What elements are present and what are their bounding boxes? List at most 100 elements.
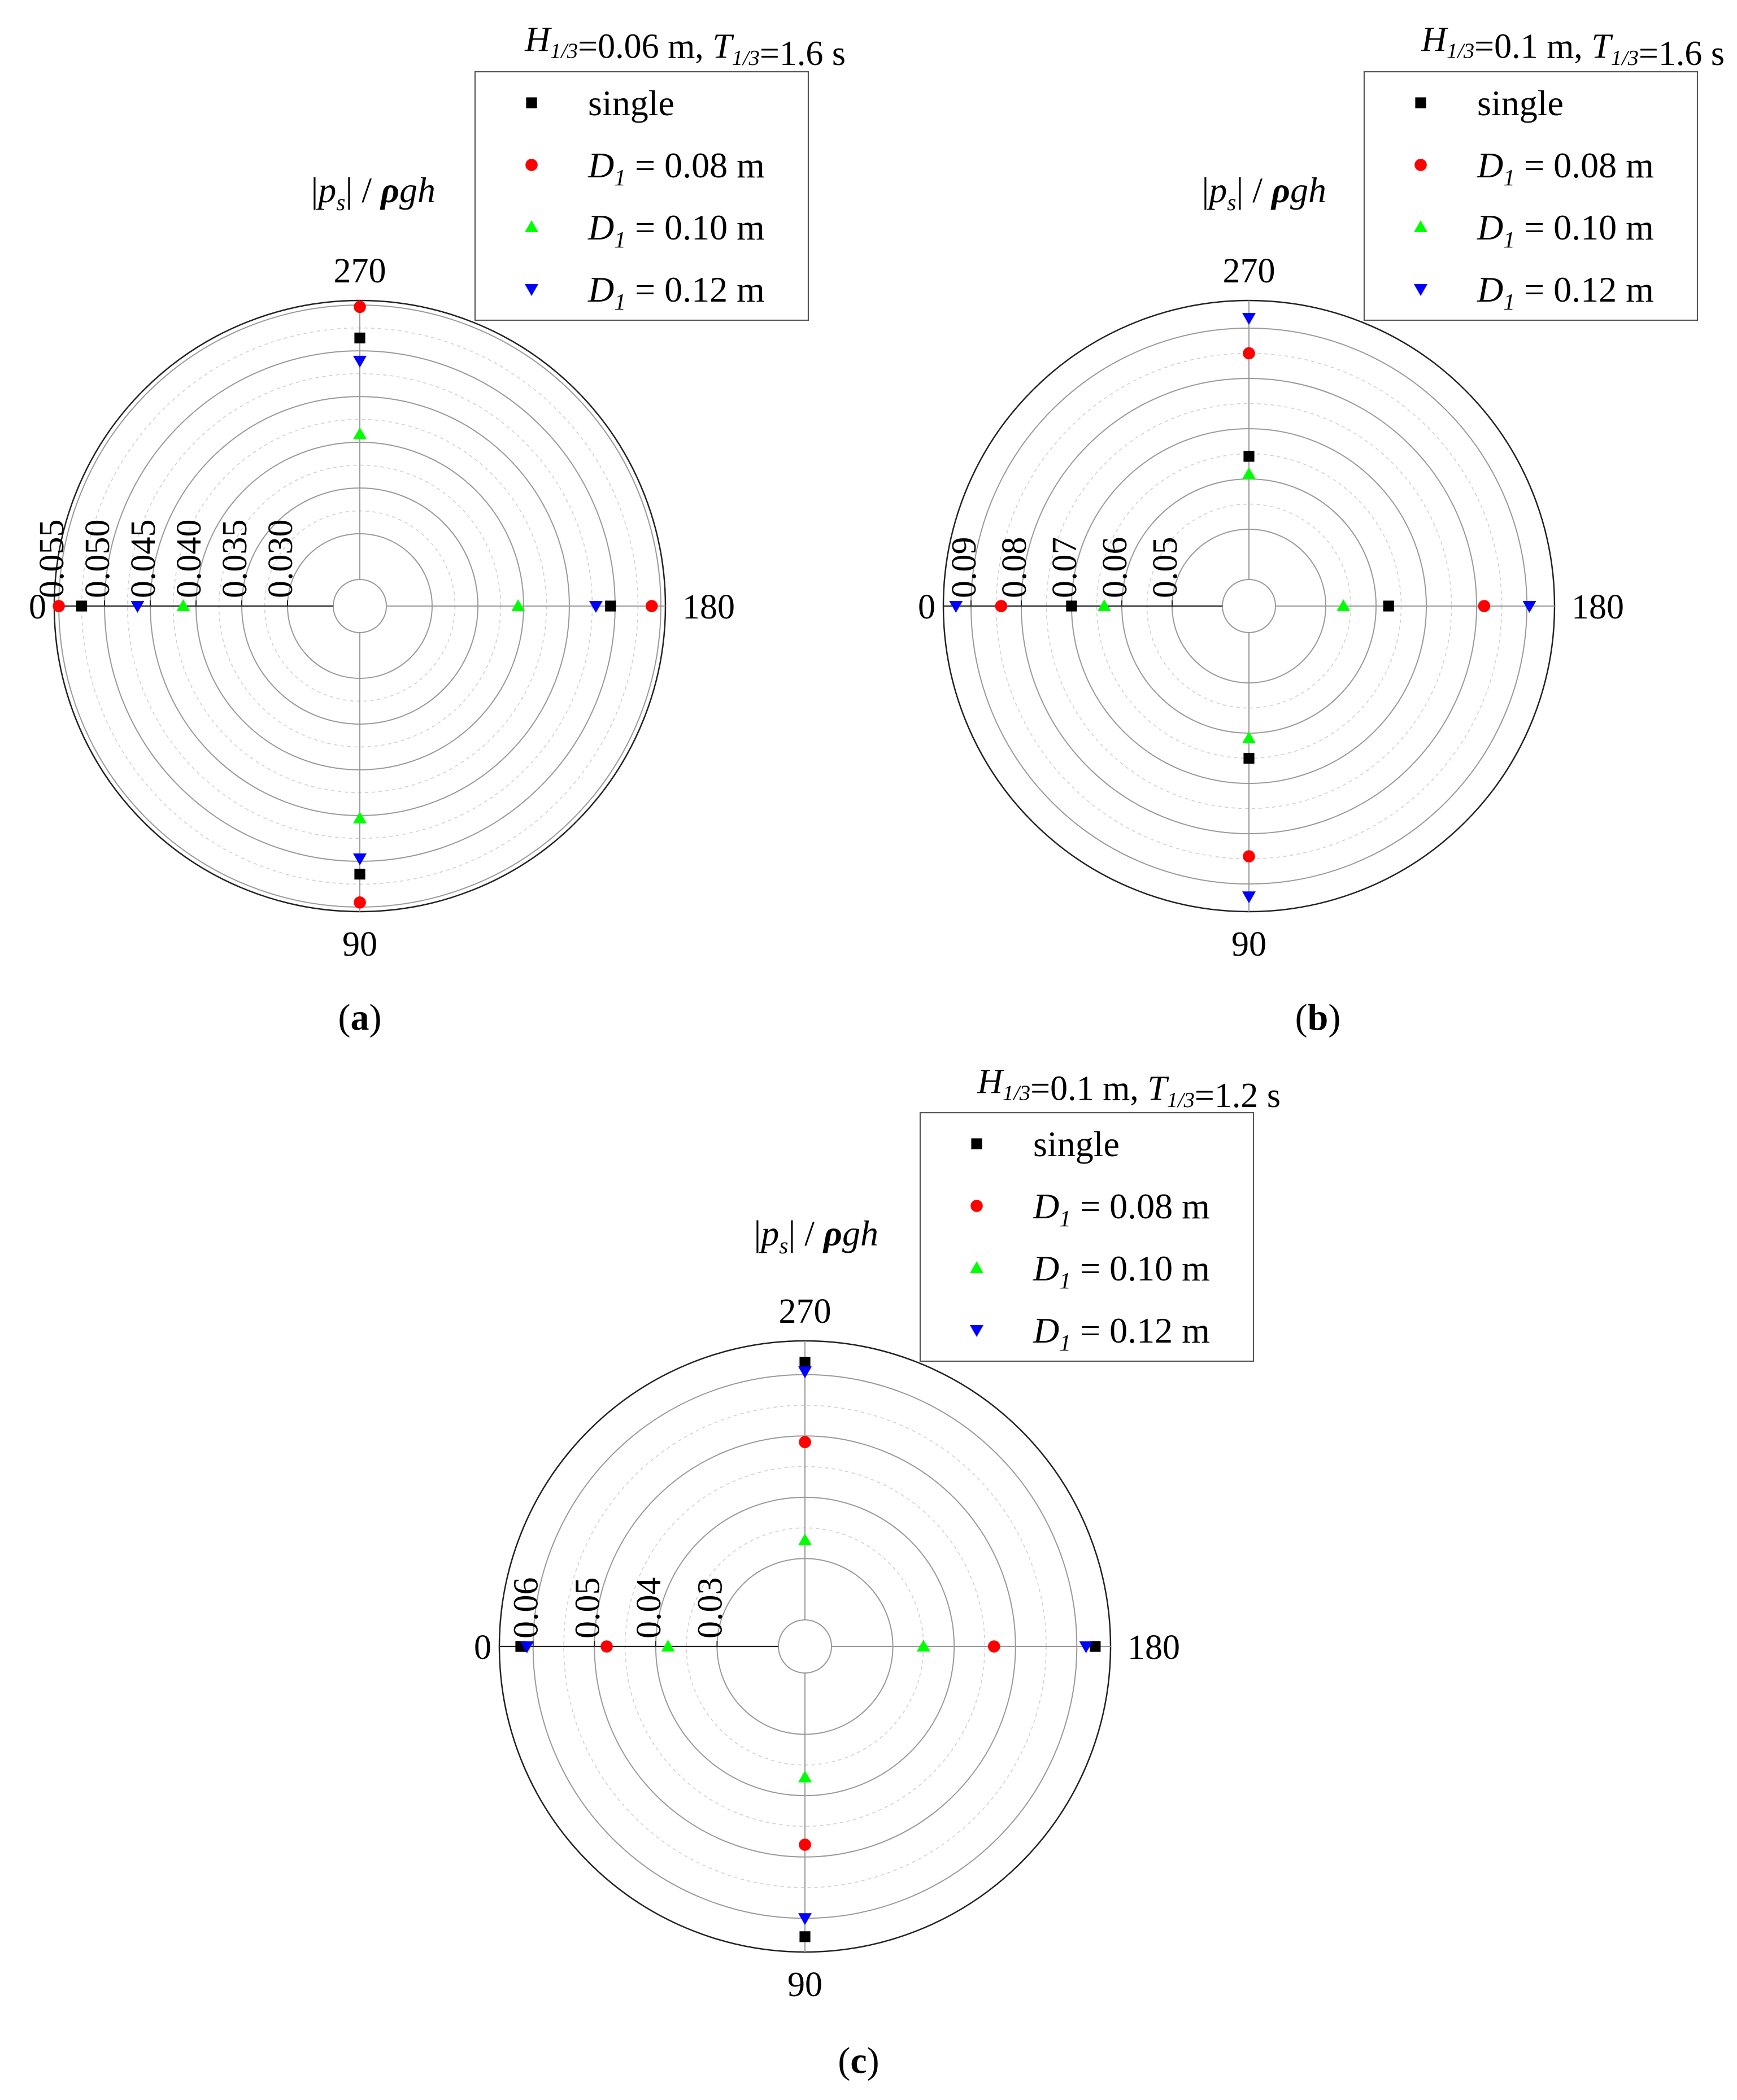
data-point [799, 1436, 811, 1448]
angle-label-180: 180 [1127, 1628, 1180, 1667]
legend-label: D1 = 0.08 m [1477, 145, 1654, 190]
legend-marker [526, 97, 537, 108]
angle-label-90: 90 [1231, 925, 1266, 964]
data-point [1478, 600, 1491, 612]
legend-marker [525, 159, 538, 171]
data-point [798, 1366, 812, 1379]
data-point [645, 600, 658, 612]
radial-tick-label: 0.05 [1146, 537, 1185, 599]
data-point [353, 355, 367, 368]
legend-marker [1414, 159, 1427, 171]
data-point [799, 1838, 811, 1851]
radial-tick-label: 0.07 [1046, 537, 1084, 599]
data-point [1242, 467, 1256, 480]
legend-label: single [1033, 1124, 1120, 1164]
data-point [987, 1640, 1000, 1653]
data-point [916, 1640, 930, 1652]
angle-label-90: 90 [787, 1966, 822, 2004]
data-point [1097, 599, 1111, 611]
data-point [589, 601, 603, 613]
legend-label: D1 = 0.12 m [1477, 269, 1654, 315]
data-point [600, 1640, 613, 1653]
legend-box [474, 71, 809, 321]
radial-axis-label: |ps| / ρgh [311, 170, 436, 215]
panel-label: (b) [1295, 997, 1341, 1038]
panel-title: H1/3=0.06 m, T1/3=1.6 s [524, 20, 846, 73]
radial-tick-label: 0.035 [216, 520, 254, 599]
data-point [354, 868, 365, 880]
legend-marker [970, 1261, 983, 1273]
radial-tick-label: 0.040 [170, 520, 208, 599]
radial-tick-label: 0.030 [262, 520, 300, 599]
data-point [1243, 451, 1255, 462]
data-point [798, 1533, 812, 1545]
legend-label: D1 = 0.08 m [587, 145, 765, 190]
panel-title: H1/3=0.1 m, T1/3=1.2 s [977, 1062, 1281, 1115]
data-point [354, 896, 366, 909]
radial-axis-label: |ps| / ρgh [1201, 170, 1326, 215]
radial-tick-label: 0.045 [124, 520, 163, 599]
radial-tick-label: 0.09 [945, 537, 983, 599]
data-point [354, 300, 366, 313]
legend-label: D1 = 0.08 m [1033, 1186, 1210, 1231]
legend-marker [525, 284, 538, 296]
legend-label: single [588, 83, 674, 123]
angle-label-180: 180 [1571, 588, 1624, 626]
radial-tick-label: 0.03 [691, 1578, 729, 1639]
legend-label: D1 = 0.12 m [587, 269, 765, 315]
legend-marker [1414, 220, 1427, 232]
legend-marker [1415, 97, 1426, 108]
legend-marker [525, 220, 538, 232]
radial-tick-label: 0.06 [1096, 537, 1134, 599]
data-point [511, 599, 525, 611]
legend-label: D1 = 0.10 m [1477, 207, 1654, 252]
radial-tick-label: 0.08 [995, 537, 1034, 599]
polar-panels: 0.0300.0350.0400.0450.0500.055090180270|… [29, 20, 1725, 2081]
polar-panel-a: 0.0300.0350.0400.0450.0500.055090180270|… [29, 20, 846, 1038]
legend-label: D1 = 0.10 m [587, 207, 765, 252]
data-point [1242, 313, 1256, 325]
legend-label: D1 = 0.10 m [1033, 1248, 1210, 1293]
radial-axis-label: |ps| / ρgh [754, 1213, 878, 1258]
data-point [130, 601, 145, 613]
data-point [1243, 752, 1255, 764]
data-point [1383, 600, 1394, 612]
data-point [1242, 731, 1256, 743]
angle-label-90: 90 [342, 925, 377, 964]
panel-label: (a) [338, 997, 382, 1038]
data-point [1242, 891, 1256, 904]
angle-label-0: 0 [474, 1628, 491, 1667]
data-point [353, 811, 367, 824]
data-point [1090, 1641, 1101, 1652]
radial-tick-label: 0.06 [507, 1578, 546, 1639]
legend-marker [971, 1138, 982, 1149]
legend-box [919, 1112, 1255, 1362]
legend-marker [970, 1200, 983, 1212]
data-point [1522, 601, 1536, 613]
radial-tick-label: 0.05 [568, 1578, 607, 1639]
data-point [661, 1640, 675, 1652]
data-point [1066, 600, 1077, 612]
data-point [1243, 347, 1255, 360]
data-point [995, 600, 1008, 612]
angle-label-270: 270 [334, 252, 386, 290]
legend-marker [1414, 284, 1427, 296]
data-point [799, 1931, 811, 1942]
panel-title: H1/3=0.1 m, T1/3=1.6 s [1421, 20, 1725, 73]
inner-circle [1222, 579, 1276, 633]
data-point [798, 1913, 812, 1925]
data-point [1337, 599, 1351, 611]
legend-marker [970, 1325, 983, 1337]
data-point [354, 332, 365, 344]
data-point [76, 600, 88, 612]
radial-tick-label: 0.050 [79, 520, 117, 599]
radial-tick-label: 0.055 [33, 520, 71, 599]
panel-label: (c) [838, 2040, 879, 2081]
angle-label-0: 0 [918, 588, 935, 626]
data-point [353, 853, 367, 866]
data-point [605, 600, 616, 612]
data-point [353, 427, 367, 439]
